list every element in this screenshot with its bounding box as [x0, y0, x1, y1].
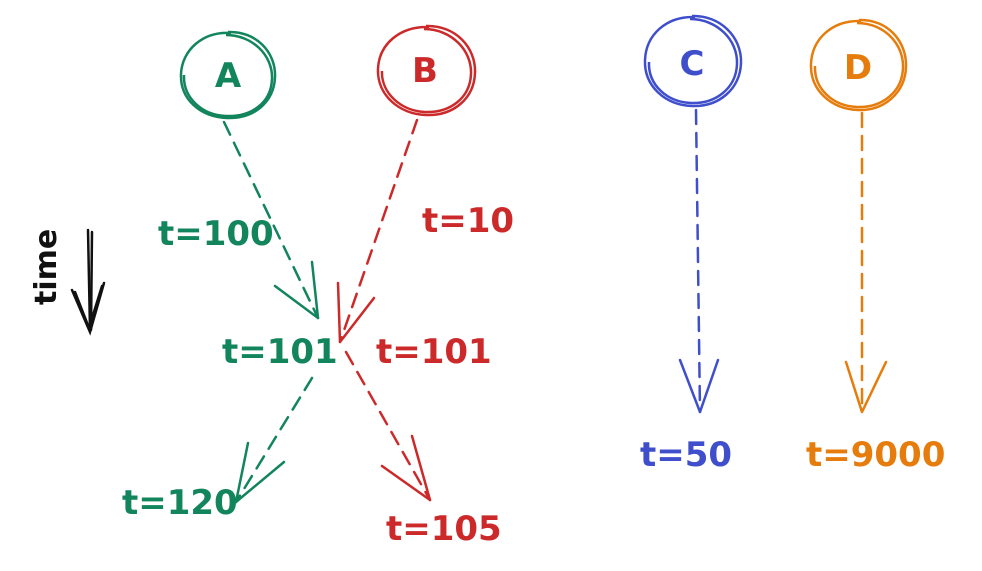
node-a: A [179, 30, 277, 120]
arrowhead-icon [678, 358, 720, 414]
arrowhead-icon [273, 260, 320, 320]
arrowhead-icon [336, 281, 376, 344]
node-b-circle [376, 24, 477, 117]
node-d: D [809, 18, 908, 112]
edge-c [678, 108, 720, 414]
time-arrow-icon [70, 228, 106, 336]
edge-b-in [336, 118, 419, 344]
node-a-label: A [215, 56, 242, 96]
label-b-t1: t=10 [422, 201, 514, 241]
node-d-label: D [844, 48, 872, 88]
label-b-t3: t=105 [386, 509, 502, 549]
node-c-label: C [680, 44, 705, 84]
label-a-t3: t=120 [122, 483, 238, 523]
node-a-circle [179, 30, 277, 120]
label-c-t1: t=50 [640, 435, 732, 475]
node-b-label: B [412, 51, 438, 91]
label-a-t2: t=101 [222, 332, 338, 372]
arrowhead-icon [380, 434, 432, 502]
time-axis-label: time [29, 229, 64, 305]
edge-a-out [234, 376, 314, 504]
node-d-circle [809, 18, 908, 112]
node-c: C [643, 14, 743, 108]
edge-b-out [344, 350, 432, 502]
time-axis: time [29, 228, 106, 336]
node-b: B [376, 24, 477, 117]
arrowhead-icon [234, 441, 286, 504]
edge-d [844, 111, 888, 414]
arrowhead-icon [844, 360, 888, 414]
label-a-t1: t=100 [158, 214, 274, 254]
label-b-t2: t=101 [376, 332, 492, 372]
node-c-circle [643, 14, 743, 108]
label-d-t1: t=9000 [806, 435, 945, 475]
edge-a-in [222, 120, 320, 320]
